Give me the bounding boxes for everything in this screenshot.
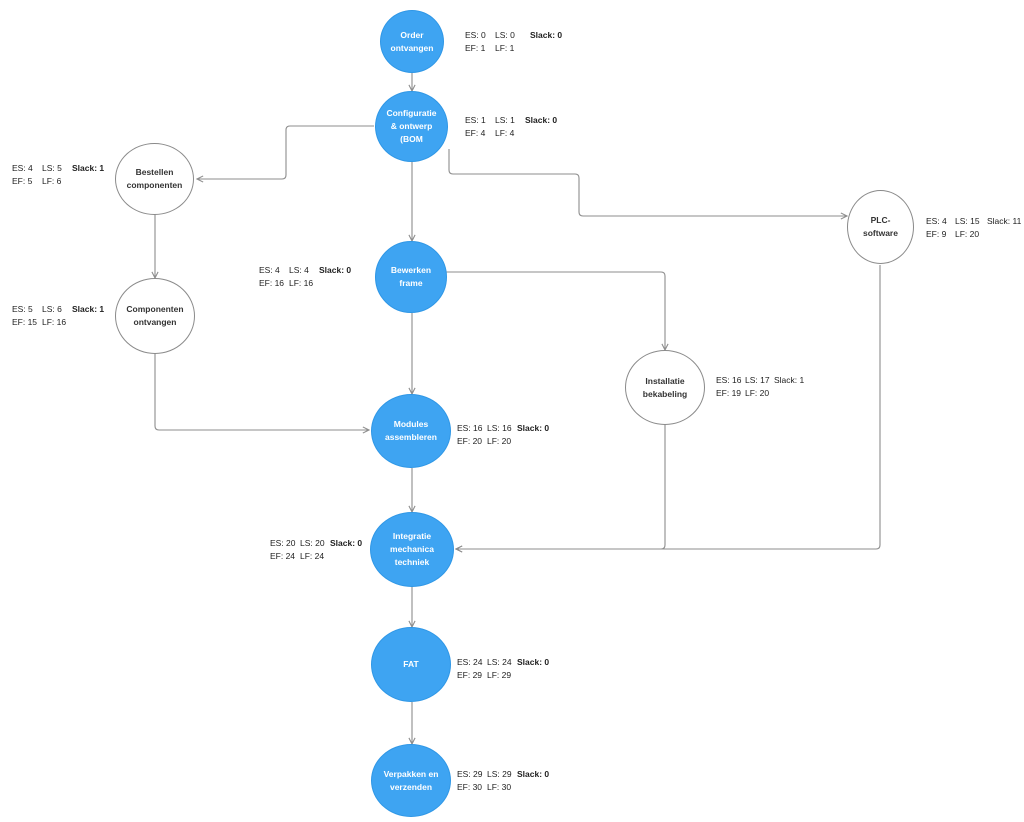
lf-value: LF: 20 <box>487 436 512 446</box>
lf-value: LF: 16 <box>42 317 67 327</box>
node-configuratie-ontwerp[interactable]: Configuratie & ontwerp (BOM <box>375 91 448 162</box>
slack-value: Slack: 0 <box>330 538 363 548</box>
lf-value: LF: 29 <box>487 670 512 680</box>
metrics-plc: ES: 4 LS: 15 Slack: 11 EF: 9 LF: 20 <box>926 215 1021 241</box>
node-label: Order ontvangen <box>390 29 434 53</box>
node-label: FAT <box>403 659 419 669</box>
ls-value: LS: 4 <box>289 265 309 275</box>
metrics-bewerken: ES: 4 LS: 4 Slack: 0 EF: 16 LF: 16 <box>259 264 351 290</box>
node-bestellen-componenten[interactable]: Bestellen componenten <box>115 143 194 215</box>
metrics-componenten: ES: 5 LS: 6 Slack: 1 EF: 15 LF: 16 <box>12 303 104 329</box>
node-order-ontvangen[interactable]: Order ontvangen <box>380 10 444 73</box>
ls-value: LS: 17 <box>745 375 770 385</box>
ls-value: LS: 6 <box>42 304 62 314</box>
slack-value: Slack: 11 <box>987 216 1022 226</box>
es-value: ES: 29 <box>457 769 483 779</box>
node-label: Verpakken en verzenden <box>383 768 439 792</box>
lf-value: LF: 20 <box>955 229 980 239</box>
ef-value: EF: 30 <box>457 782 483 792</box>
metrics-modules: ES: 16 LS: 16 Slack: 0 EF: 20 LF: 20 <box>457 422 549 448</box>
node-verpakken-verzenden[interactable]: Verpakken en verzenden <box>371 744 451 817</box>
ef-value: EF: 5 <box>12 176 33 186</box>
edge-bewerken-installatie <box>446 271 665 350</box>
node-label: Modules assembleren <box>385 419 437 442</box>
lf-value: LF: 30 <box>487 782 512 792</box>
edge-plc-integratie <box>456 265 881 549</box>
slack-value: Slack: 1 <box>72 304 105 314</box>
slack-value: Slack: 1 <box>774 375 805 385</box>
slack-value: Slack: 1 <box>72 163 105 173</box>
ls-value: LS: 16 <box>487 423 512 433</box>
metrics-bestellen: ES: 4 LS: 5 Slack: 1 EF: 5 LF: 6 <box>12 162 104 188</box>
node-label: Configuratie & ontwerp (BOM <box>386 108 437 144</box>
ef-value: EF: 19 <box>716 388 742 398</box>
ef-value: EF: 16 <box>259 278 285 288</box>
lf-value: LF: 1 <box>495 43 515 53</box>
slack-value: Slack: 0 <box>517 769 550 779</box>
node-bewerken-frame[interactable]: Bewerken frame <box>375 241 447 313</box>
ls-value: LS: 0 <box>495 30 515 40</box>
es-value: ES: 5 <box>12 304 33 314</box>
es-value: ES: 16 <box>457 423 483 433</box>
metrics-config: ES: 1 LS: 1 Slack: 0 EF: 4 LF: 4 <box>465 114 557 140</box>
slack-value: Slack: 0 <box>517 423 550 433</box>
metrics-fat: ES: 24 LS: 24 Slack: 0 EF: 29 LF: 29 <box>457 656 549 682</box>
es-value: ES: 20 <box>270 538 296 548</box>
ls-value: LS: 5 <box>42 163 62 173</box>
node-modules-assembleren[interactable]: Modules assembleren <box>371 394 451 468</box>
slack-value: Slack: 0 <box>517 657 550 667</box>
ls-value: LS: 1 <box>495 115 515 125</box>
node-label: Bewerken frame <box>390 265 432 288</box>
node-label: Integratie mechanica techniek <box>390 531 434 567</box>
ef-value: EF: 24 <box>270 551 296 561</box>
node-label: Installatie bekabeling <box>642 375 688 399</box>
node-label: Bestellen componenten <box>126 167 183 190</box>
metrics-order: ES: 0 LS: 0 Slack: 0 EF: 1 LF: 1 <box>465 29 562 55</box>
lf-value: LF: 6 <box>42 176 62 186</box>
ef-value: EF: 9 <box>926 229 947 239</box>
node-plc-software[interactable]: PLC- software <box>847 190 914 264</box>
lf-value: LF: 16 <box>289 278 314 288</box>
es-value: ES: 4 <box>926 216 947 226</box>
slack-value: Slack: 0 <box>530 30 563 40</box>
ls-value: LS: 15 <box>955 216 980 226</box>
slack-value: Slack: 0 <box>319 265 352 275</box>
edge-config-plc <box>448 149 847 216</box>
es-value: ES: 0 <box>465 30 486 40</box>
ls-value: LS: 24 <box>487 657 512 667</box>
metrics-integratie: ES: 20 LS: 20 Slack: 0 EF: 24 LF: 24 <box>270 537 362 563</box>
ef-value: EF: 15 <box>12 317 38 327</box>
slack-value: Slack: 0 <box>525 115 558 125</box>
lf-value: LF: 24 <box>300 551 325 561</box>
metrics-verpakken: ES: 29 LS: 29 Slack: 0 EF: 30 LF: 30 <box>457 768 549 794</box>
ef-value: EF: 20 <box>457 436 483 446</box>
es-value: ES: 4 <box>12 163 33 173</box>
es-value: ES: 4 <box>259 265 280 275</box>
es-value: ES: 1 <box>465 115 486 125</box>
ls-value: LS: 29 <box>487 769 512 779</box>
node-installatie-bekabeling[interactable]: Installatie bekabeling <box>625 350 705 425</box>
es-value: ES: 16 <box>716 375 742 385</box>
node-label: PLC- software <box>863 215 898 238</box>
ef-value: EF: 1 <box>465 43 486 53</box>
lf-value: LF: 20 <box>745 388 770 398</box>
node-fat[interactable]: FAT <box>371 627 451 702</box>
edge-componenten-modules <box>154 354 369 430</box>
node-label: Componenten ontvangen <box>126 304 184 327</box>
edge-config-bestellen <box>197 125 374 179</box>
es-value: ES: 24 <box>457 657 483 667</box>
node-integratie-mechanica[interactable]: Integratie mechanica techniek <box>370 512 454 587</box>
ls-value: LS: 20 <box>300 538 325 548</box>
ef-value: EF: 29 <box>457 670 483 680</box>
ef-value: EF: 4 <box>465 128 486 138</box>
node-componenten-ontvangen[interactable]: Componenten ontvangen <box>115 278 195 354</box>
lf-value: LF: 4 <box>495 128 515 138</box>
